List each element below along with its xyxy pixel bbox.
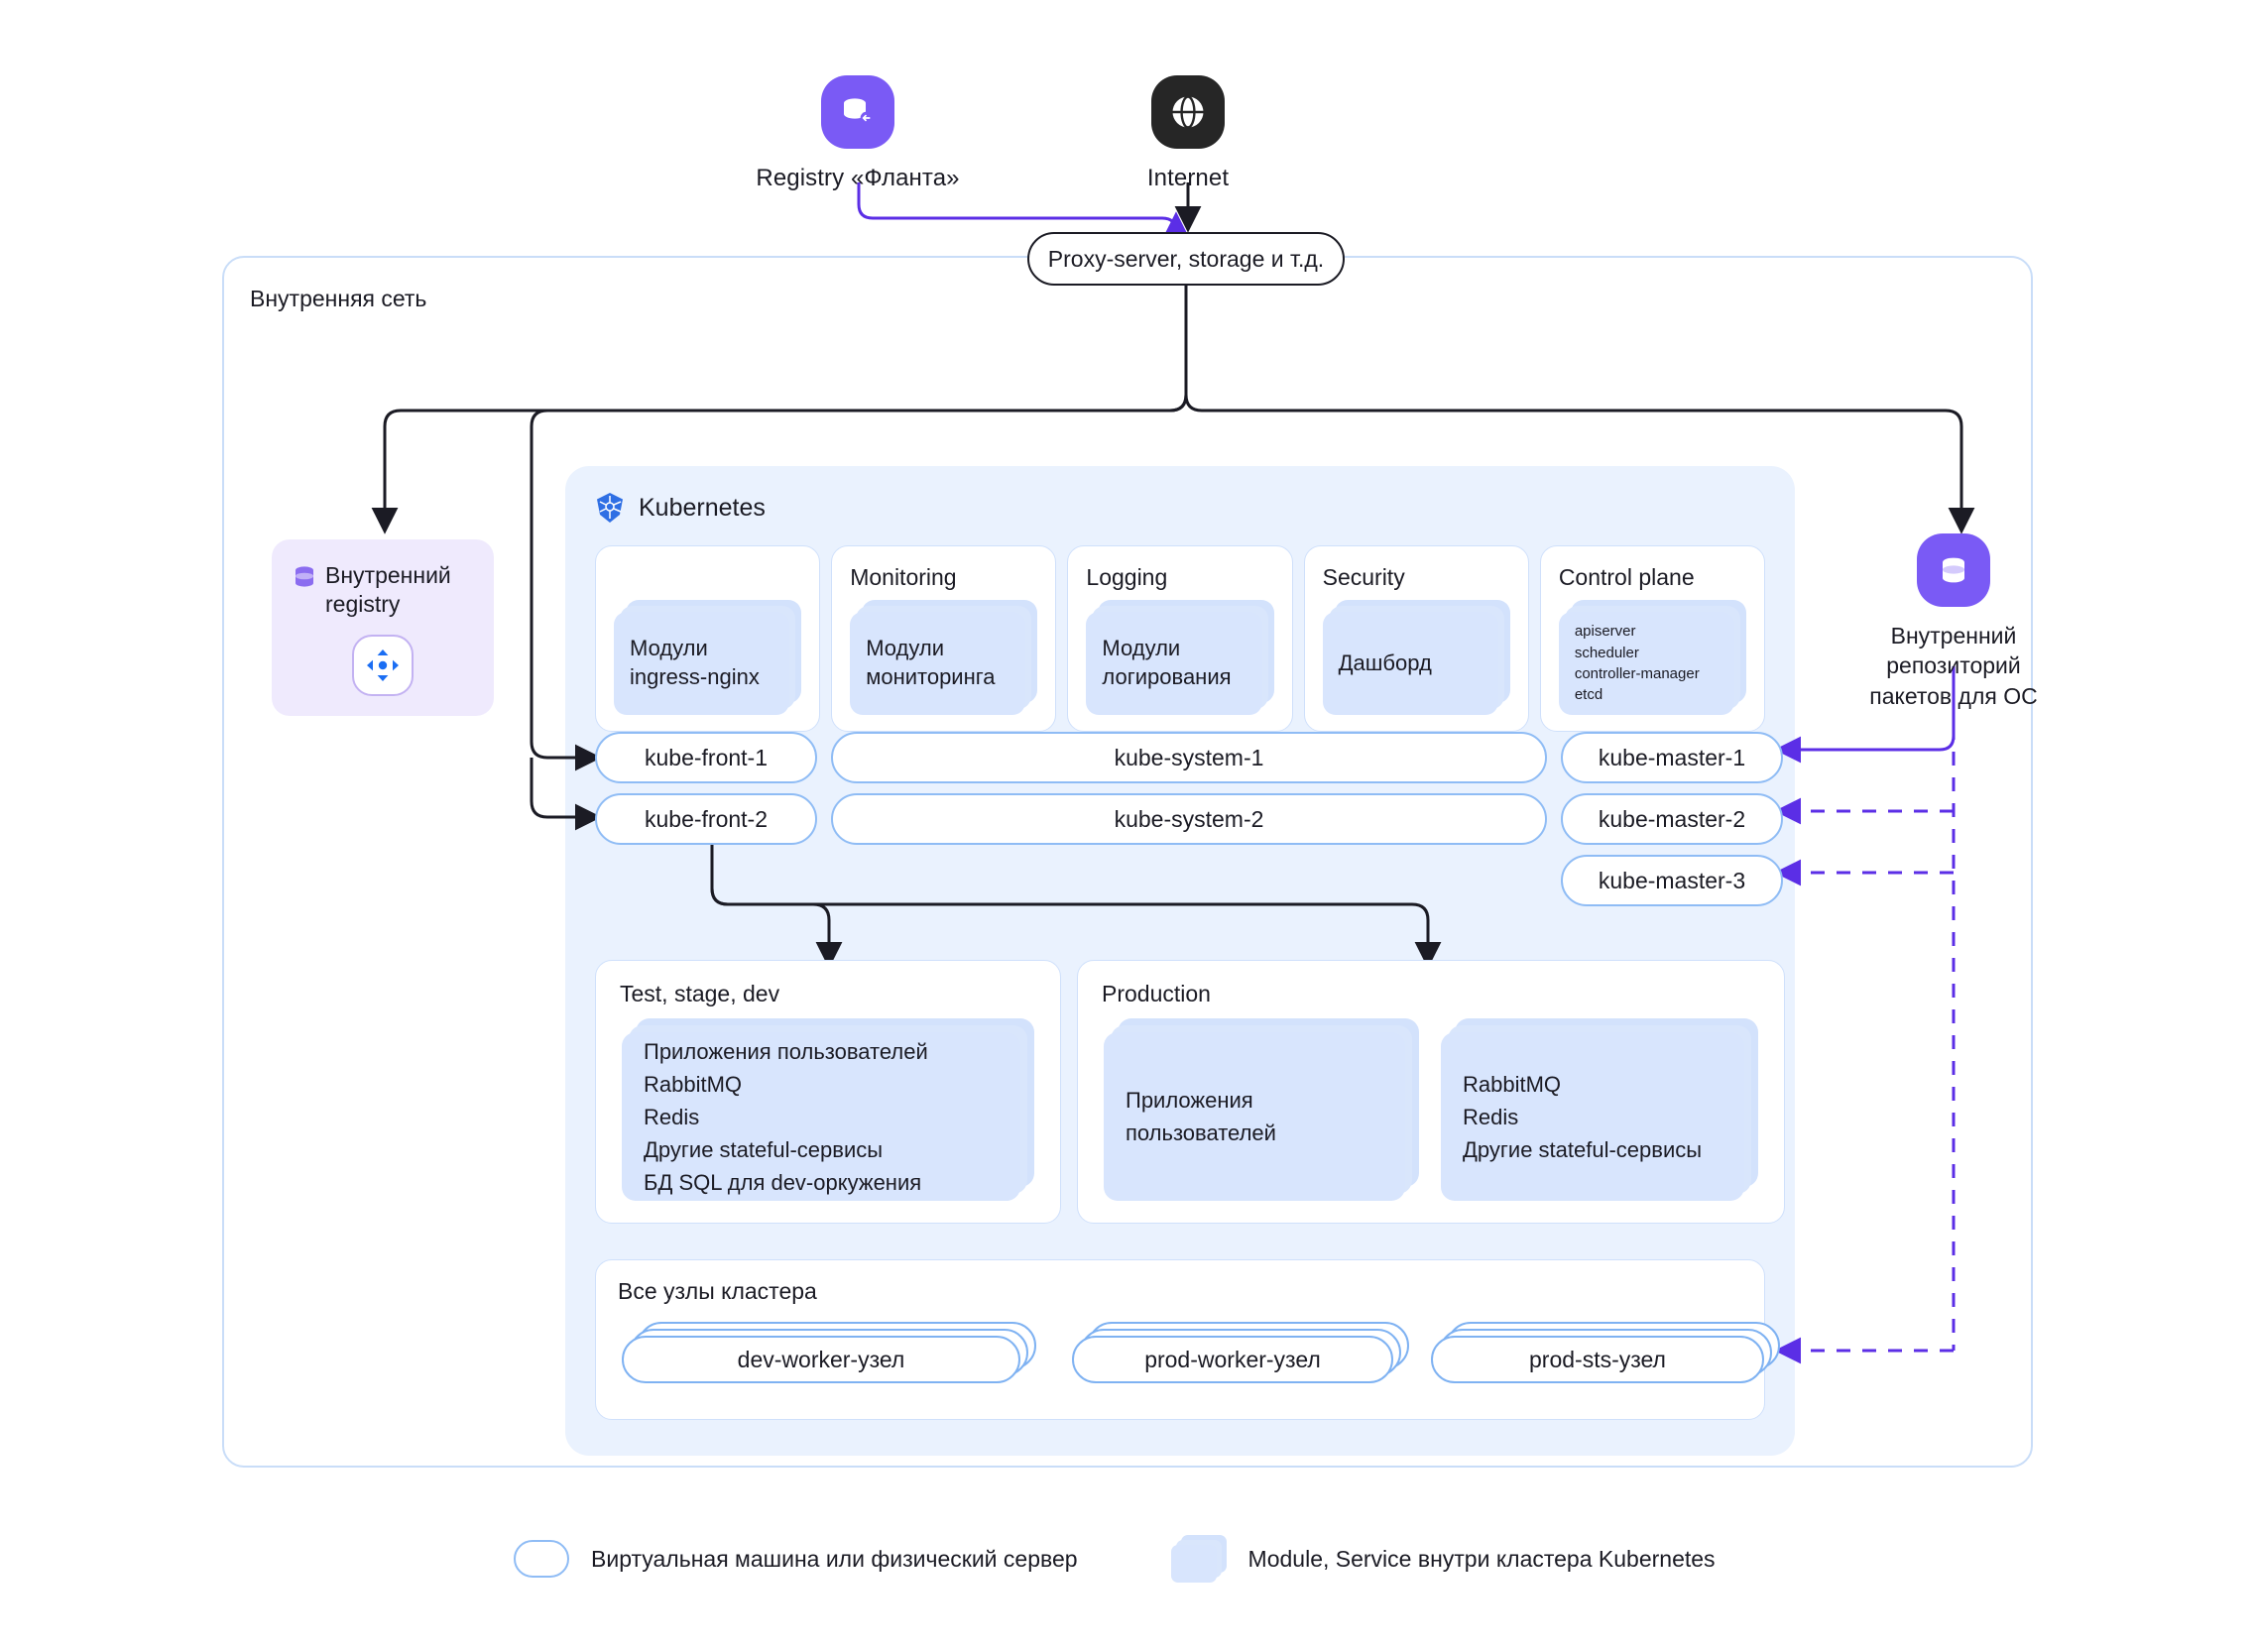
module-stack-label: Дашборд bbox=[1338, 649, 1432, 675]
legend: Виртуальная машина или физический сервер… bbox=[514, 1535, 1716, 1583]
all-cluster-nodes-panel[interactable]: Все узлы кластера dev-worker-узел prod-w… bbox=[595, 1259, 1780, 1420]
node-kube-master-3[interactable]: kube-master-3 bbox=[1561, 855, 1783, 906]
node-stack-label: dev-worker-узел bbox=[622, 1336, 1020, 1383]
os-package-repo-node[interactable]: Внутренний репозиторий пакетов для ОС bbox=[1825, 533, 2082, 711]
legend-stack-icon bbox=[1170, 1535, 1227, 1583]
node-stack-label: prod-sts-узел bbox=[1431, 1336, 1764, 1383]
proxy-server-node[interactable]: Proxy-server, storage и т.д. bbox=[1027, 232, 1345, 286]
node-stack-label: prod-worker-узел bbox=[1072, 1336, 1393, 1383]
node-kube-master-1[interactable]: kube-master-1 bbox=[1561, 732, 1783, 783]
module-column-title: Security bbox=[1322, 564, 1405, 590]
os-repo-line3: пакетов для ОС bbox=[1869, 682, 2038, 709]
module-column-title: Monitoring bbox=[850, 564, 957, 590]
database-link-icon bbox=[821, 75, 894, 149]
database-icon bbox=[1917, 533, 1990, 607]
node-kube-system-2[interactable]: kube-system-2 bbox=[831, 793, 1547, 845]
node-kube-system-1[interactable]: kube-system-1 bbox=[831, 732, 1547, 783]
internal-registry-title-line2: registry bbox=[325, 590, 401, 617]
module-stack-security[interactable]: Дашборд bbox=[1322, 600, 1510, 715]
legend-item-label: Module, Service внутри кластера Kubernet… bbox=[1247, 1545, 1716, 1572]
os-package-repo-label: Внутренний репозиторий пакетов для ОС bbox=[1869, 621, 2037, 711]
legend-pill-icon bbox=[514, 1540, 569, 1578]
node-kube-front-1[interactable]: kube-front-1 bbox=[595, 732, 817, 783]
internal-registry-card[interactable]: Внутренний registry bbox=[272, 539, 494, 716]
module-column-title: Logging bbox=[1086, 564, 1168, 590]
external-node-internet[interactable]: Internet bbox=[1119, 75, 1257, 192]
globe-icon bbox=[1151, 75, 1225, 149]
env-panel-test-stage-dev[interactable]: Test, stage, dev Приложения пользователе… bbox=[595, 960, 1061, 1224]
internal-registry-title: Внутренний registry bbox=[325, 561, 451, 619]
external-node-registry[interactable]: Registry «Фланта» bbox=[754, 75, 962, 192]
kubernetes-title: Kubernetes bbox=[639, 493, 766, 522]
harbor-logo-icon bbox=[352, 635, 414, 696]
all-cluster-nodes-title: Все узлы кластера bbox=[618, 1278, 817, 1304]
os-repo-line2: репозиторий bbox=[1886, 652, 2021, 679]
internal-registry-title-line1: Внутренний bbox=[325, 562, 451, 588]
legend-item-module: Module, Service внутри кластера Kubernet… bbox=[1170, 1535, 1716, 1583]
module-column-security[interactable]: Security Дашборд bbox=[1303, 545, 1529, 732]
legend-item-label: Виртуальная машина или физический сервер bbox=[591, 1545, 1078, 1572]
module-column-title: Control plane bbox=[1558, 564, 1695, 590]
database-icon bbox=[296, 566, 313, 587]
os-repo-line1: Внутренний bbox=[1890, 623, 2017, 649]
node-kube-front-2[interactable]: kube-front-2 bbox=[595, 793, 817, 845]
external-node-internet-label: Internet bbox=[1146, 165, 1230, 191]
node-stack-dev-worker[interactable]: dev-worker-узел bbox=[622, 1322, 1036, 1383]
internal-network-label: Внутренняя сеть bbox=[250, 286, 427, 311]
node-stack-prod-sts[interactable]: prod-sts-узел bbox=[1431, 1322, 1780, 1383]
external-node-registry-label: Registry «Фланта» bbox=[756, 165, 960, 191]
env-panel-title: Production bbox=[1102, 981, 1211, 1006]
env-panel-title: Test, stage, dev bbox=[620, 981, 780, 1006]
kubernetes-icon bbox=[597, 493, 623, 523]
node-kube-master-2[interactable]: kube-master-2 bbox=[1561, 793, 1783, 845]
legend-item-vm: Виртуальная машина или физический сервер bbox=[514, 1540, 1078, 1578]
node-stack-prod-worker[interactable]: prod-worker-узел bbox=[1072, 1322, 1409, 1383]
